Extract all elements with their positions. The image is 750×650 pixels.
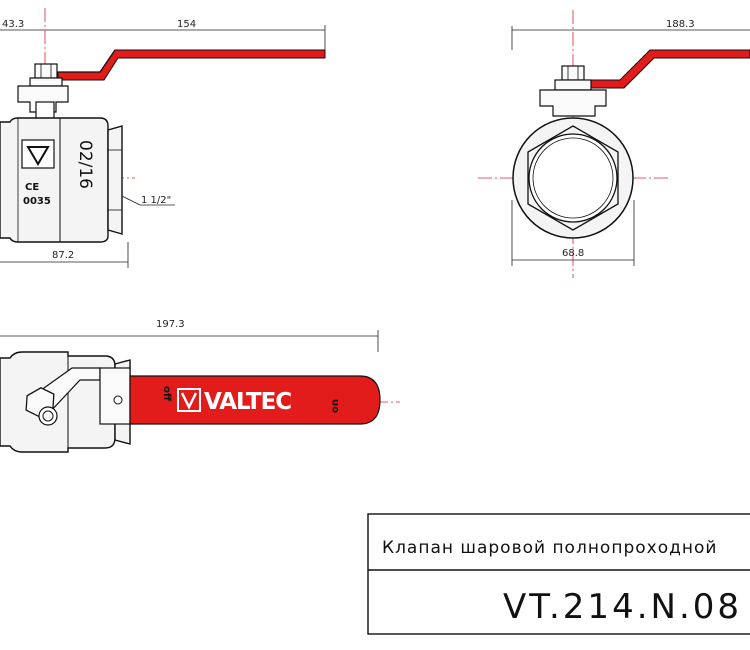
mark-number: 0035 [23, 196, 51, 207]
stem-nut [25, 387, 58, 426]
title-block-code: VT.214.N.08 [503, 587, 742, 627]
valve-body-side [512, 117, 634, 239]
side-view: 188.3 68.8 [478, 10, 750, 278]
title-block-description: Клапан шаровой полнопроходной [382, 538, 717, 558]
dim-197-3: 197.3 [156, 319, 185, 330]
lever-handle-top [57, 49, 326, 81]
dim-188-3: 188.3 [666, 19, 695, 30]
top-view: 43.3 154 CE [0, 8, 326, 268]
dim-68-8: 68.8 [562, 248, 584, 259]
front-view: 197.3 off on VALTEC [0, 319, 400, 453]
thread-size-label: 1 1/2" [141, 195, 171, 206]
title-block: Клапан шаровой полнопроходной VT.214.N.0… [367, 513, 750, 635]
date-mark: 02/16 [75, 140, 95, 189]
handle-on-label: on [330, 399, 341, 413]
ce-mark: CE [25, 182, 39, 193]
valve-body-top [0, 117, 123, 243]
lever-handle-side [587, 49, 750, 89]
handle-brand: VALTEC [204, 389, 291, 415]
dim-43-3: 43.3 [2, 19, 24, 30]
dim-87-2: 87.2 [52, 250, 74, 261]
dim-154: 154 [177, 19, 196, 30]
brand-logo-icon [177, 388, 201, 412]
handle-off-label: off [161, 386, 172, 402]
